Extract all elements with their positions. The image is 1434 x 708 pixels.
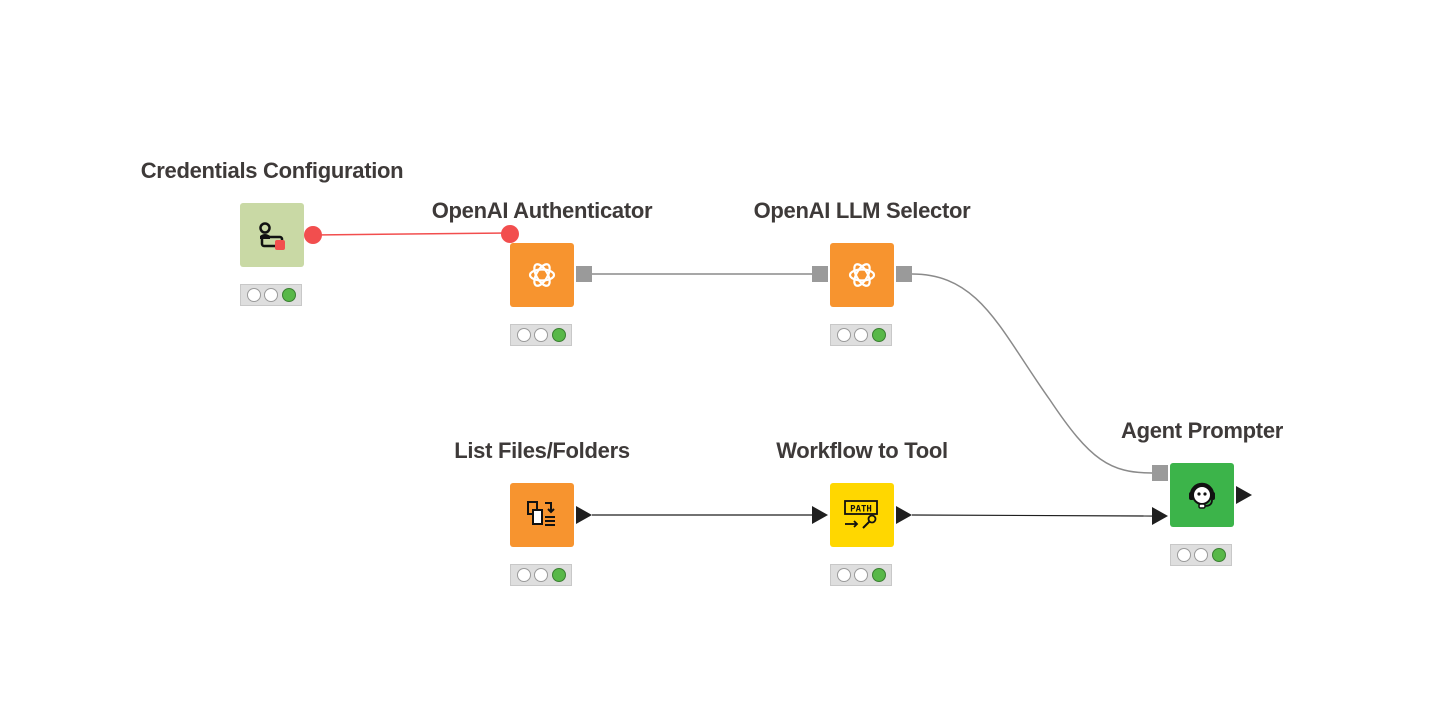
status-light-yellow bbox=[264, 288, 278, 302]
agent-headset-icon bbox=[1189, 482, 1215, 509]
openai-authenticator-node[interactable] bbox=[510, 243, 574, 307]
node-label-agent-prompter: Agent Prompter bbox=[1120, 418, 1284, 443]
agent-prompter-node[interactable] bbox=[1170, 463, 1234, 527]
authenticator-status-lights bbox=[510, 324, 572, 346]
status-light-green bbox=[551, 328, 566, 342]
node-label-openai-llm-selector: OpenAI LLM Selector bbox=[753, 198, 971, 223]
status-light-green bbox=[871, 328, 886, 342]
list-files-icon bbox=[527, 501, 555, 526]
status-light-red bbox=[516, 568, 531, 582]
llm-selector-output-port[interactable] bbox=[896, 266, 912, 282]
path-tool-icon: PATH bbox=[844, 500, 878, 529]
workflow-tool-status-lights bbox=[830, 564, 892, 586]
credentials-output-port[interactable] bbox=[304, 226, 322, 244]
status-light-green bbox=[281, 288, 296, 302]
agent-model-input-port[interactable] bbox=[1152, 465, 1168, 481]
llm-selector-status-lights bbox=[830, 324, 892, 346]
agent-prompter-status-lights bbox=[1170, 544, 1232, 566]
status-light-yellow bbox=[854, 328, 868, 342]
connection-workflow-tool-to-agent[interactable] bbox=[911, 514, 1153, 517]
openai-icon bbox=[848, 263, 876, 287]
openai-llm-selector-node[interactable] bbox=[830, 243, 894, 307]
credentials-status-lights bbox=[240, 284, 302, 306]
connection-credentials-to-authenticator[interactable] bbox=[312, 232, 511, 236]
workflow-tool-output-port[interactable] bbox=[896, 506, 912, 524]
workflow-to-tool-node[interactable]: PATH bbox=[830, 483, 894, 547]
node-label-credentials-configuration: Credentials Configuration bbox=[140, 158, 404, 183]
status-light-red bbox=[246, 288, 261, 302]
status-light-yellow bbox=[534, 568, 548, 582]
list-files-status-lights bbox=[510, 564, 572, 586]
connection-llm-selector-to-agent[interactable] bbox=[911, 273, 1153, 474]
status-light-red bbox=[836, 328, 851, 342]
svg-text:PATH: PATH bbox=[850, 505, 872, 515]
status-light-green bbox=[1211, 548, 1226, 562]
node-label-workflow-to-tool: Workflow to Tool bbox=[776, 438, 948, 463]
status-light-red bbox=[836, 568, 851, 582]
credentials-configuration-node[interactable] bbox=[240, 203, 304, 267]
status-light-green bbox=[551, 568, 566, 582]
list-files-folders-node[interactable] bbox=[510, 483, 574, 547]
openai-icon bbox=[528, 263, 556, 287]
agent-tools-input-port[interactable] bbox=[1152, 507, 1168, 525]
status-light-red bbox=[1176, 548, 1191, 562]
status-light-green bbox=[871, 568, 886, 582]
status-light-yellow bbox=[534, 328, 548, 342]
status-light-yellow bbox=[854, 568, 868, 582]
node-label-openai-authenticator: OpenAI Authenticator bbox=[431, 198, 653, 223]
agent-output-port[interactable] bbox=[1236, 486, 1252, 504]
authenticator-output-port[interactable] bbox=[576, 266, 592, 282]
llm-selector-input-port[interactable] bbox=[812, 266, 828, 282]
credentials-icon bbox=[259, 222, 285, 250]
list-files-output-port[interactable] bbox=[576, 506, 592, 524]
workflow-tool-input-port[interactable] bbox=[812, 506, 828, 524]
status-light-red bbox=[516, 328, 531, 342]
node-label-list-files-folders: List Files/Folders bbox=[454, 438, 630, 463]
status-light-yellow bbox=[1194, 548, 1208, 562]
authenticator-input-port[interactable] bbox=[501, 225, 519, 243]
